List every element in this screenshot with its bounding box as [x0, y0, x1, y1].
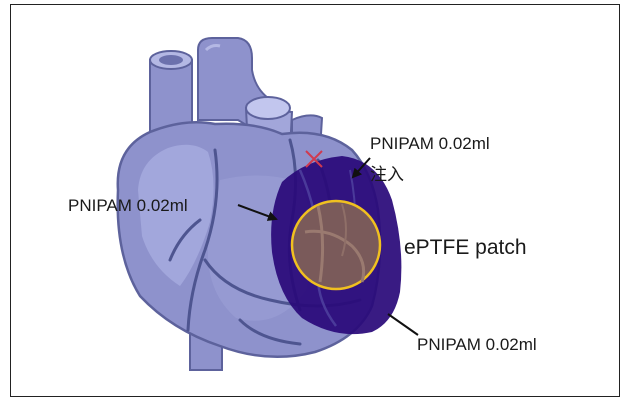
- label-top-injection-note: 注入: [370, 160, 404, 185]
- label-patch: ePTFE patch: [404, 236, 527, 260]
- eptfe-patch: [292, 201, 380, 289]
- label-top-injection: PNIPAM 0.02ml: [370, 134, 490, 154]
- label-bottom-injection: PNIPAM 0.02ml: [417, 335, 537, 355]
- arrow-bottom: [388, 314, 418, 335]
- label-left-injection: PNIPAM 0.02ml: [68, 196, 188, 216]
